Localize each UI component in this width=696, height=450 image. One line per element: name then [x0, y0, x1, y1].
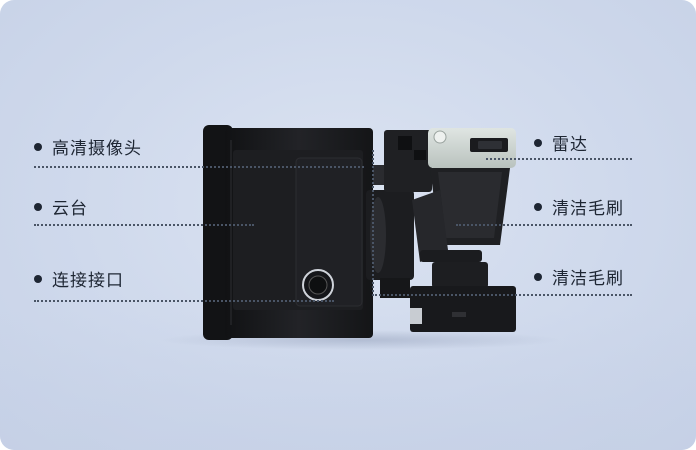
connector-port [302, 269, 334, 301]
callout-radar: 雷达 [534, 130, 588, 155]
bullet-dot-icon [34, 274, 42, 283]
bullet-dot-icon [534, 138, 542, 147]
leader-line-brush-2 [372, 294, 632, 296]
leader-line-brush-1 [456, 224, 632, 226]
bullet-dot-icon [534, 202, 542, 211]
callout-connector: 连接接口 [34, 266, 124, 291]
callout-label: 雷达 [552, 135, 588, 155]
camera-body [203, 125, 373, 340]
leader-line-gimbal [34, 224, 254, 226]
leader-line-connector [34, 300, 334, 302]
callout-label: 清洁毛刷 [552, 199, 624, 219]
brush-arm [412, 190, 482, 262]
gimbal [366, 130, 432, 298]
callout-brush-2: 清洁毛刷 [534, 264, 624, 289]
callout-gimbal: 云台 [34, 194, 88, 219]
callout-label: 连接接口 [52, 271, 124, 291]
bullet-dot-icon [34, 202, 42, 211]
leader-line-radar [486, 158, 632, 160]
leader-line-vertical [372, 150, 374, 296]
callout-camera: 高清摄像头 [34, 134, 142, 159]
bullet-dot-icon [34, 142, 42, 151]
callout-label: 云台 [52, 199, 88, 219]
bullet-dot-icon [534, 272, 542, 281]
callout-label: 高清摄像头 [52, 139, 142, 159]
device-base [410, 262, 516, 332]
leader-line-camera [34, 166, 364, 168]
callout-label: 清洁毛刷 [552, 269, 624, 289]
callout-brush-1: 清洁毛刷 [534, 194, 624, 219]
